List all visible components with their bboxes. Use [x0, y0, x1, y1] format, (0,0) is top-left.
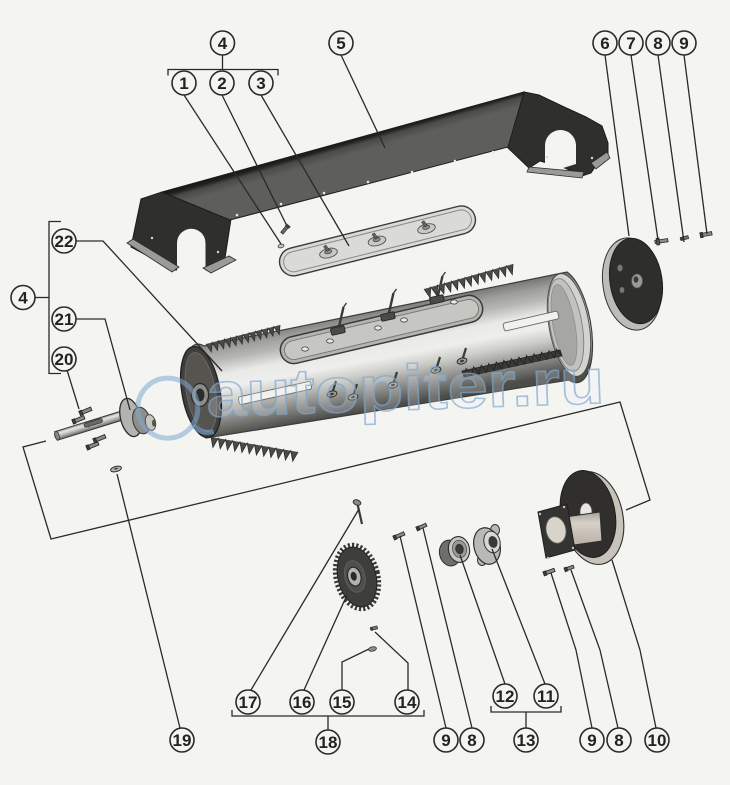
- svg-text:5: 5: [336, 34, 345, 53]
- svg-text:18: 18: [319, 733, 338, 752]
- svg-text:2: 2: [217, 74, 226, 93]
- svg-text:19: 19: [173, 731, 192, 750]
- svg-text:4: 4: [218, 34, 228, 53]
- svg-text:15: 15: [333, 693, 352, 712]
- svg-text:11: 11: [537, 687, 555, 706]
- svg-text:8: 8: [614, 731, 623, 750]
- svg-text:13: 13: [517, 731, 536, 750]
- svg-text:14: 14: [398, 693, 417, 712]
- svg-text:9: 9: [679, 34, 688, 53]
- svg-text:22: 22: [55, 232, 74, 251]
- svg-text:8: 8: [653, 34, 662, 53]
- svg-text:9: 9: [441, 731, 450, 750]
- svg-text:autopiter.ru: autopiter.ru: [205, 345, 605, 431]
- svg-text:6: 6: [600, 34, 609, 53]
- svg-text:1: 1: [179, 74, 188, 93]
- svg-text:16: 16: [293, 693, 312, 712]
- svg-text:20: 20: [55, 350, 74, 369]
- svg-text:3: 3: [256, 74, 265, 93]
- svg-text:9: 9: [587, 731, 596, 750]
- svg-text:7: 7: [626, 34, 635, 53]
- svg-text:8: 8: [467, 731, 476, 750]
- svg-text:17: 17: [239, 693, 258, 712]
- svg-text:12: 12: [496, 687, 515, 706]
- svg-text:10: 10: [648, 731, 667, 750]
- svg-text:21: 21: [55, 310, 74, 329]
- svg-text:4: 4: [18, 289, 28, 308]
